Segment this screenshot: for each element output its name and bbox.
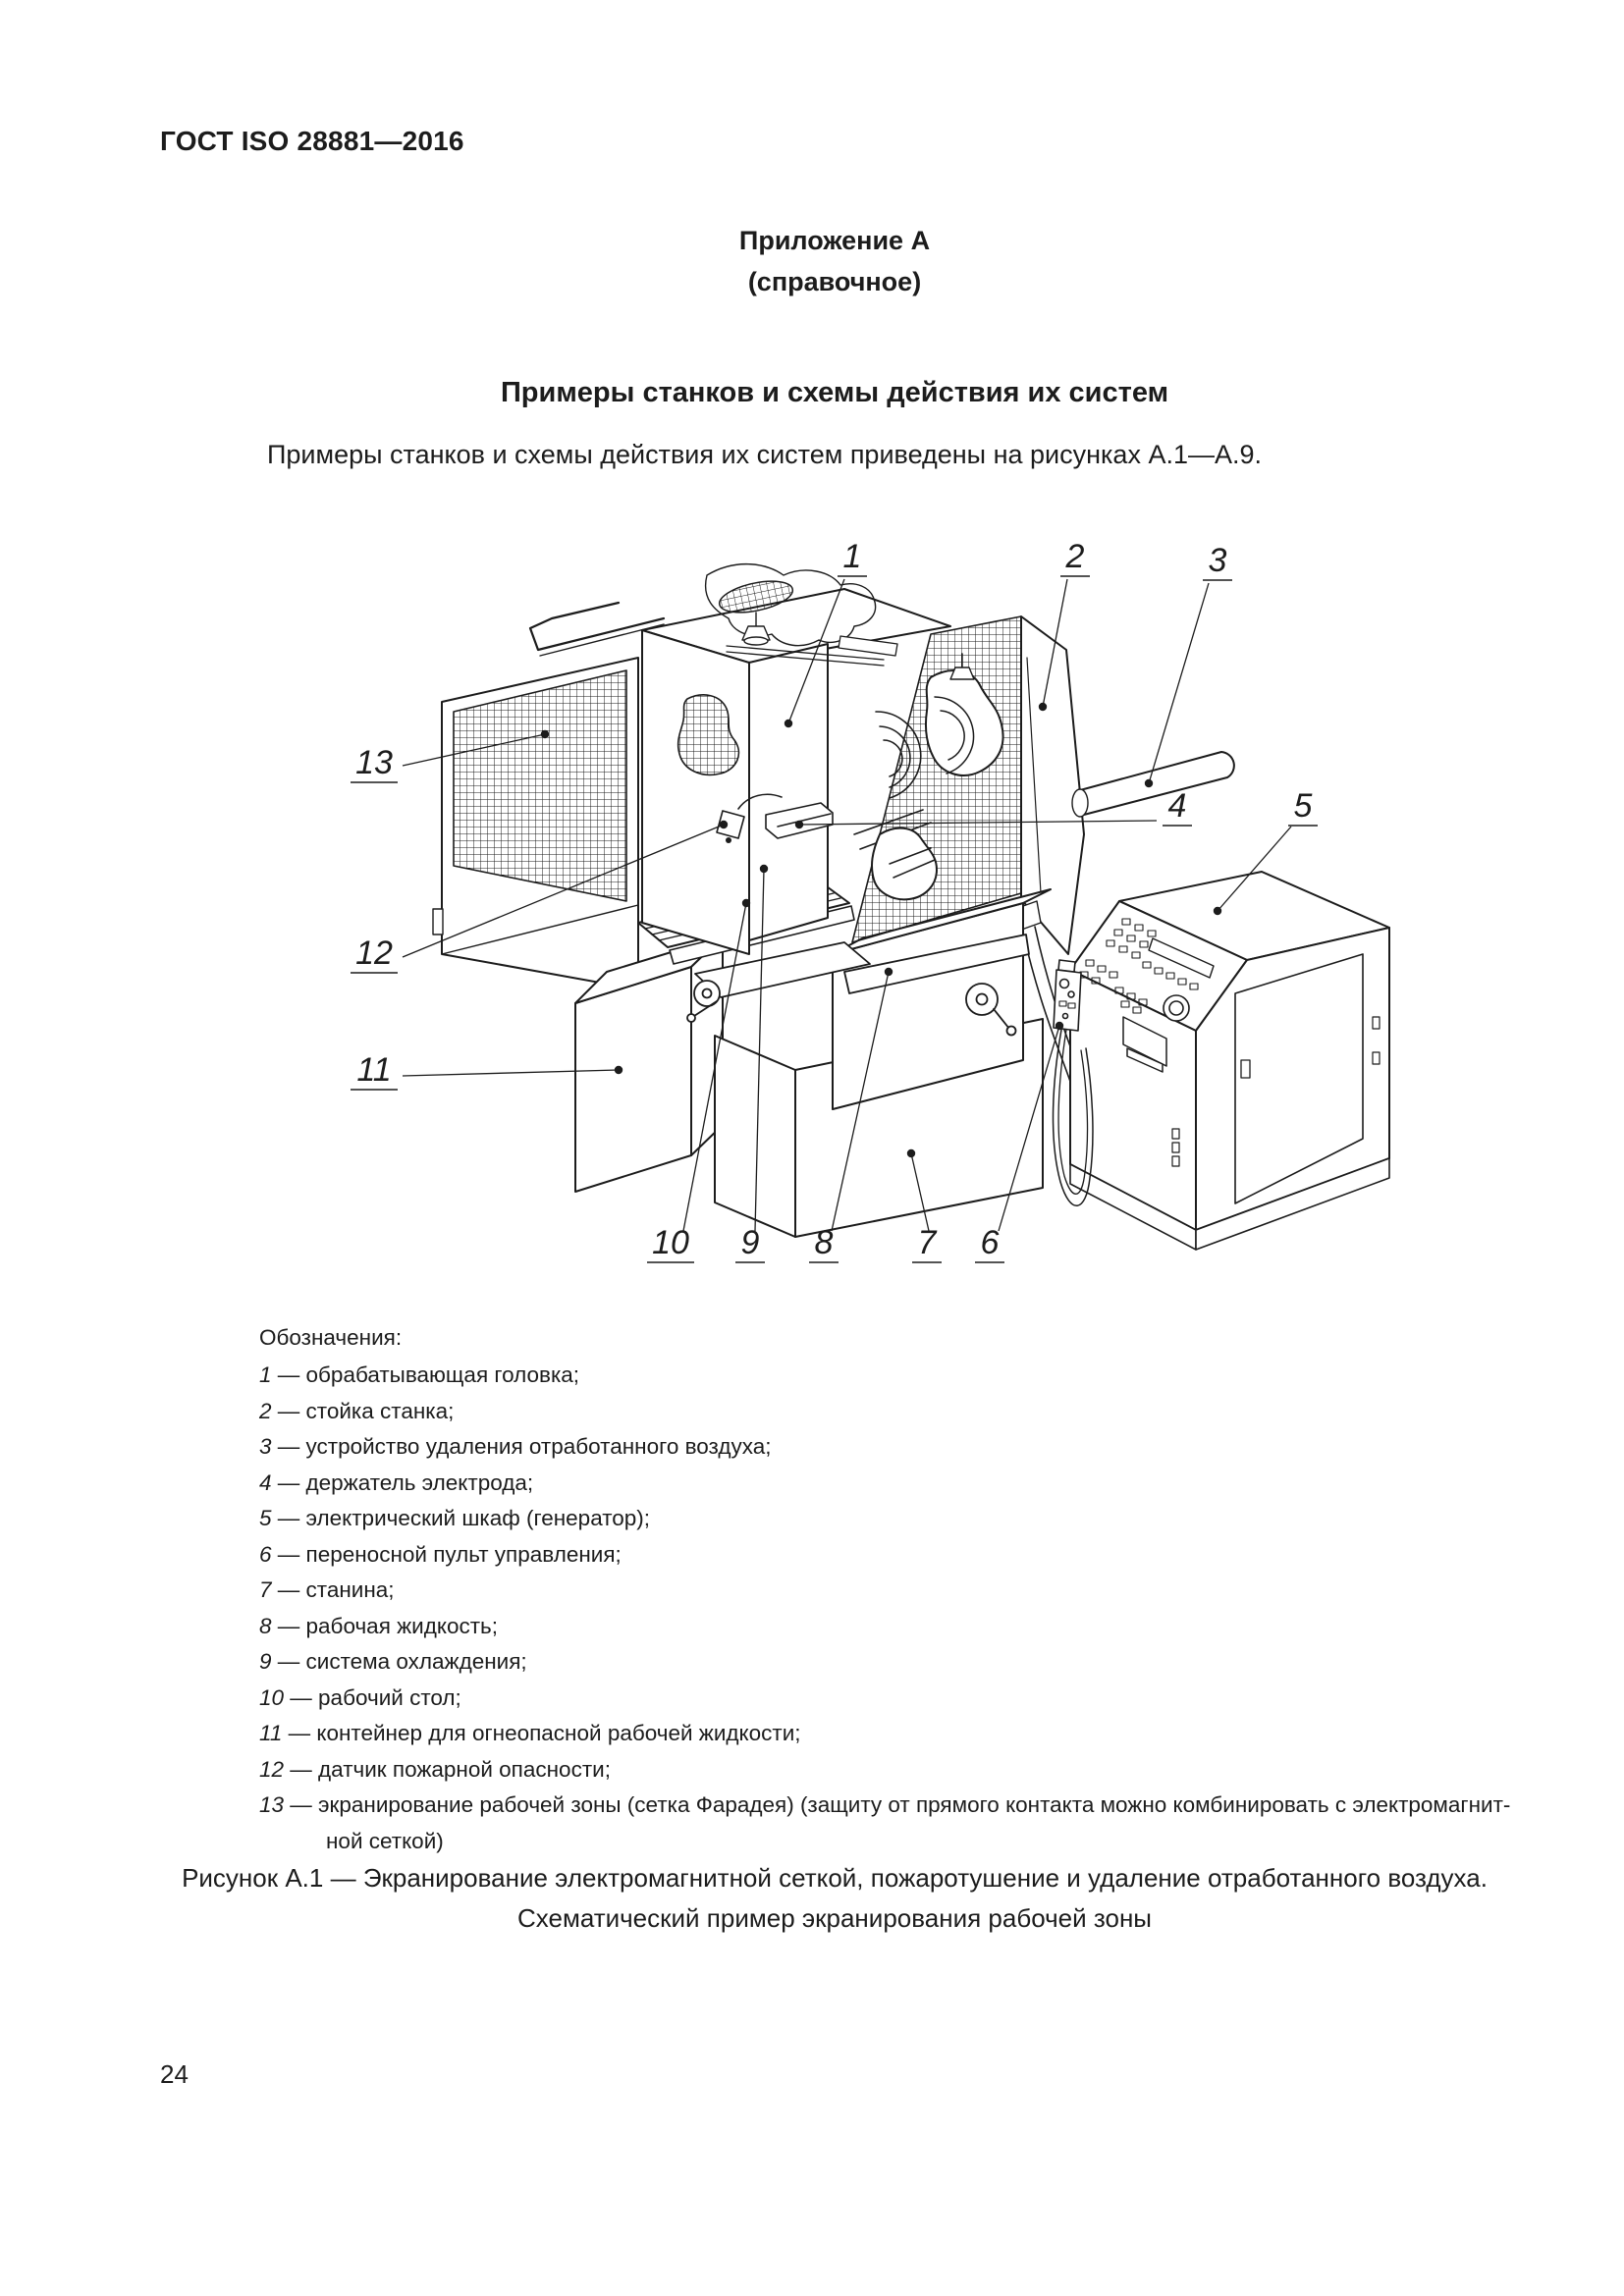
top-mesh-window xyxy=(718,580,794,614)
leader-dot-10 xyxy=(741,898,751,908)
fire-sensor xyxy=(716,793,783,843)
figure-caption-line2: Схематический пример экранирования рабоч… xyxy=(517,1903,1152,1933)
callout-label-1: 1 xyxy=(843,538,862,575)
legend-item-3: 3 — устройство удаления отработанного во… xyxy=(259,1434,772,1459)
legend-item-5: 5 — электрический шкаф (генератор); xyxy=(259,1506,651,1530)
legend-item-2: 2 — стойка станка; xyxy=(259,1398,455,1423)
leader-dot-4 xyxy=(794,820,804,829)
panel-knob xyxy=(1163,994,1190,1022)
appendix-title: Приложение А xyxy=(738,226,931,255)
leader-line-11 xyxy=(402,1069,620,1077)
leader-dot-13 xyxy=(540,729,550,739)
legend-item-10: 10 — рабочий стол; xyxy=(259,1684,461,1710)
leader-dot-5 xyxy=(1213,906,1222,916)
legend-heading: Обозначения: xyxy=(259,1325,403,1350)
legend-item-1: 1 — обрабатывающая головка; xyxy=(259,1362,580,1387)
leader-dot-2 xyxy=(1038,702,1048,712)
leader-line-9 xyxy=(754,868,765,1232)
section-title: Примеры станков и схемы действия их сист… xyxy=(500,377,1169,408)
leader-dot-11 xyxy=(614,1065,623,1075)
head-lamp xyxy=(741,612,771,646)
leader-dot-3 xyxy=(1144,778,1154,788)
leader-dot-7 xyxy=(906,1148,916,1158)
callout-label-3: 3 xyxy=(1209,542,1227,579)
callout-label-4: 4 xyxy=(1168,787,1187,825)
output-slot xyxy=(1122,1016,1167,1073)
handwheel-right xyxy=(965,983,1017,1037)
leader-dot-12 xyxy=(719,820,729,829)
pendant-cable xyxy=(1052,1029,1094,1206)
leader-line-3 xyxy=(1148,582,1210,784)
callout-label-6: 6 xyxy=(981,1224,1000,1261)
callout-label-12: 12 xyxy=(355,934,393,972)
front-handle xyxy=(1171,1128,1180,1167)
cross-slide xyxy=(686,934,1030,1037)
legend-item-4: 4 — держатель электрода; xyxy=(259,1469,534,1495)
pendant-control xyxy=(1052,959,1094,1206)
inner-lamp xyxy=(949,653,975,680)
machine-enclosure xyxy=(528,563,1022,955)
cabinet-door xyxy=(1234,953,1364,1204)
leader-line-5 xyxy=(1217,826,1292,912)
leader-line-2 xyxy=(1042,578,1068,708)
exhaust-air-tube xyxy=(1071,751,1235,818)
callout-label-8: 8 xyxy=(815,1224,834,1261)
page-number: 24 xyxy=(160,2059,189,2089)
legend-item-13-wrap: ной сеткой) xyxy=(326,1828,444,1853)
callout-label-13: 13 xyxy=(355,744,393,781)
figure-caption-line1: Рисунок А.1 — Экранирование электромагни… xyxy=(182,1863,1488,1893)
callout-label-5: 5 xyxy=(1294,787,1313,825)
callout-label-10: 10 xyxy=(652,1224,689,1261)
machining-head-column xyxy=(748,643,829,941)
handle-rod xyxy=(528,601,666,652)
teardrop-mesh-window xyxy=(677,694,740,776)
legend-item-8: 8 — рабочая жидкость; xyxy=(259,1613,499,1638)
leader-dot-8 xyxy=(884,967,893,977)
leader-line-8 xyxy=(831,971,890,1232)
handwheel-left xyxy=(686,980,721,1023)
leader-line-10 xyxy=(682,902,747,1232)
leader-line-13 xyxy=(402,733,546,767)
leader-line-7 xyxy=(910,1152,930,1232)
leader-dot-6 xyxy=(1055,1021,1064,1031)
legend-item-7: 7 — станина; xyxy=(259,1577,395,1602)
leader-dot-1 xyxy=(784,719,793,728)
electric-cabinet xyxy=(1069,871,1390,1251)
panel-buttons xyxy=(1079,918,1215,1014)
appendix-subtitle: (справочное) xyxy=(747,267,922,296)
leader-line-1 xyxy=(787,578,845,724)
legend-item-11: 11 — контейнер для огнеопасной рабочей ж… xyxy=(259,1721,801,1745)
callout-label-2: 2 xyxy=(1065,538,1085,575)
legend-item-12: 12 — датчик пожарной опасности; xyxy=(259,1756,611,1782)
leader-dot-9 xyxy=(759,864,769,874)
callout-label-7: 7 xyxy=(918,1224,938,1261)
legend-item-9: 9 — система охлаждения; xyxy=(259,1649,527,1674)
legend-item-13: 13 — экранирование рабочей зоны (сетка Ф… xyxy=(259,1792,1511,1817)
leader-line-4 xyxy=(798,820,1158,826)
legend-item-6: 6 — переносной пульт управления; xyxy=(259,1541,622,1567)
leader-line-6 xyxy=(998,1025,1060,1232)
callout-label-9: 9 xyxy=(741,1224,760,1261)
callout-label-11: 11 xyxy=(356,1051,391,1089)
intro-paragraph: Примеры станков и схемы действия их сист… xyxy=(267,440,1263,469)
document-header: ГОСТ ISO 28881—2016 xyxy=(160,126,464,156)
faraday-mesh-screen xyxy=(432,657,639,990)
leader-line-12 xyxy=(402,824,725,958)
